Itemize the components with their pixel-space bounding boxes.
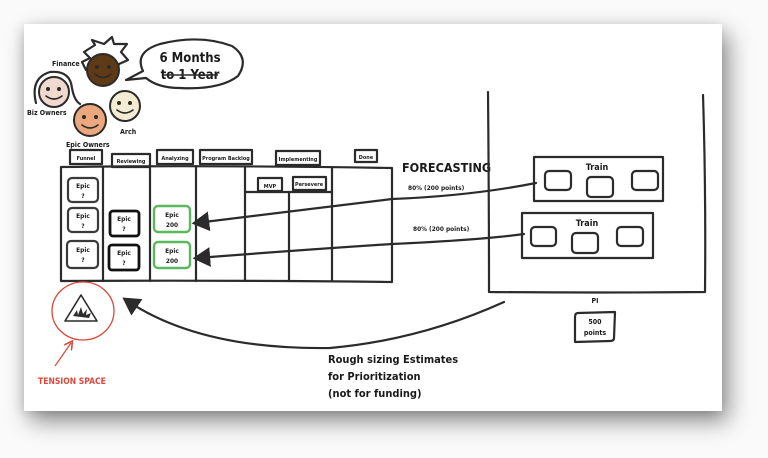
epic-card[interactable]: Epic ? xyxy=(66,176,100,204)
epic-card[interactable]: Epic ? xyxy=(66,206,100,234)
epic-card[interactable]: Epic ? xyxy=(108,209,141,238)
note-line-3: (not for funding) xyxy=(328,387,422,400)
svg-text:200: 200 xyxy=(166,257,178,265)
train-label: Train xyxy=(586,163,609,173)
note-line-2: for Prioritization xyxy=(328,370,421,383)
forecast-label-2: 80% (200 points) xyxy=(413,225,470,233)
svg-text:Epic: Epic xyxy=(76,182,90,190)
svg-text:?: ? xyxy=(122,259,126,267)
train-1[interactable]: Train xyxy=(532,155,665,203)
train-label: Train xyxy=(576,219,599,229)
svg-text:500: 500 xyxy=(588,318,602,326)
epic-card-sized[interactable]: Epic 200 xyxy=(152,240,192,270)
subcolumn-persevere: Persevere xyxy=(291,175,328,192)
hair-icon xyxy=(80,35,130,72)
pi-label: PI xyxy=(592,297,599,305)
epic-card[interactable]: Epic ? xyxy=(107,243,141,272)
pi-capacity-badge: 500 points xyxy=(573,310,617,344)
forecasting-title: FORECASTING xyxy=(402,160,491,175)
column-header-funnel: Funnel xyxy=(68,148,104,166)
tension-pointer-arrow xyxy=(54,343,71,367)
team-box xyxy=(630,169,660,192)
warning-explosion-icon xyxy=(64,294,98,322)
svg-text:MVP: MVP xyxy=(264,184,277,190)
speech-bubble: 6 Months to 1 Year xyxy=(124,38,244,90)
svg-text:?: ? xyxy=(81,192,85,200)
column-header-analyzing: Analyzing xyxy=(155,148,195,166)
finance-label: Finance xyxy=(52,60,80,68)
svg-text:points: points xyxy=(584,329,606,337)
team-box xyxy=(585,175,615,199)
kanban-column-headers: Funnel Reviewing Analyzing Program Backl… xyxy=(68,148,379,169)
svg-text:Epic: Epic xyxy=(165,247,179,255)
svg-text:Epic: Epic xyxy=(117,249,131,257)
speech-line-1: 6 Months xyxy=(159,51,220,66)
svg-text:?: ? xyxy=(122,225,126,233)
forecast-arrow-1 xyxy=(191,181,538,232)
epic-owners-face-icon xyxy=(73,103,107,137)
team-box xyxy=(529,225,558,248)
epic-owners-label: Epic Owners xyxy=(66,141,110,149)
svg-text:Reviewing: Reviewing xyxy=(117,159,146,165)
stakeholder-arch: Arch xyxy=(109,90,141,136)
long-hair-icon xyxy=(33,70,82,106)
epic-card-sized[interactable]: Epic 200 xyxy=(152,204,192,234)
stakeholder-biz-owners: Biz Owners xyxy=(27,70,82,117)
svg-text:Epic: Epic xyxy=(117,215,131,223)
team-box xyxy=(543,169,573,192)
stakeholder-epic-owners: Epic Owners xyxy=(66,103,110,149)
svg-text:200: 200 xyxy=(166,221,178,229)
tension-space-label: TENSION SPACE xyxy=(38,377,106,387)
team-box xyxy=(615,225,645,248)
biz-owners-face-icon xyxy=(38,76,70,108)
svg-text:Epic: Epic xyxy=(76,212,90,220)
svg-text:Epic: Epic xyxy=(165,211,179,219)
subcolumn-mvp: MVP xyxy=(256,176,284,193)
svg-text:Epic: Epic xyxy=(76,246,90,254)
column-header-implementing: Implementing xyxy=(274,149,322,167)
feedback-arrow xyxy=(122,297,506,350)
team-box xyxy=(570,231,600,255)
svg-text:?: ? xyxy=(81,256,85,264)
column-header-done: Done xyxy=(353,148,379,164)
svg-text:Persevere: Persevere xyxy=(295,182,324,188)
svg-text:?: ? xyxy=(81,222,85,230)
epic-card[interactable]: Epic ? xyxy=(65,239,100,270)
arch-face-icon xyxy=(109,90,141,122)
pi-container: PI xyxy=(486,90,707,305)
svg-text:Implementing: Implementing xyxy=(279,157,318,163)
tension-space: TENSION SPACE xyxy=(38,281,115,387)
forecast-label-1: 80% (200 points) xyxy=(408,184,465,192)
train-2[interactable]: Train xyxy=(520,211,655,260)
biz-owners-label: Biz Owners xyxy=(27,109,67,117)
rough-sizing-note: Rough sizing Estimates for Prioritizatio… xyxy=(328,353,458,400)
note-line-1: Rough sizing Estimates xyxy=(328,353,458,366)
svg-text:Funnel: Funnel xyxy=(77,156,96,162)
stakeholder-finance: Finance xyxy=(52,35,130,87)
column-header-program-backlog: Program Backlog xyxy=(198,148,254,166)
svg-text:Analyzing: Analyzing xyxy=(161,156,189,162)
svg-text:Program Backlog: Program Backlog xyxy=(202,156,250,162)
finance-face-icon xyxy=(86,53,120,87)
svg-text:Done: Done xyxy=(359,155,374,161)
arch-label: Arch xyxy=(120,128,136,136)
column-header-reviewing: Reviewing xyxy=(110,152,152,169)
